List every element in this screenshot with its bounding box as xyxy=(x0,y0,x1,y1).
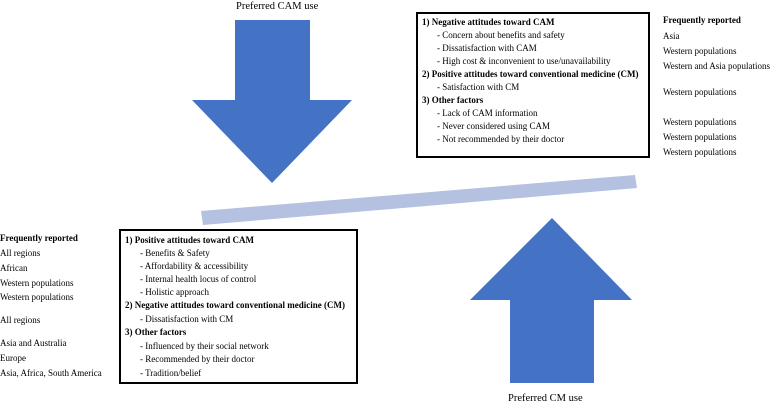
section-heading: 2) Negative attitudes toward conventiona… xyxy=(125,300,345,310)
factor-item: Influenced by their social network xyxy=(140,341,268,352)
factor-item: Recommended by their doctor xyxy=(140,354,254,365)
balance-bar xyxy=(201,175,637,225)
factor-item: Dissatisfaction with CM xyxy=(140,314,233,325)
region-label: All regions xyxy=(0,248,41,258)
up-arrow xyxy=(470,218,632,383)
region-label: Asia xyxy=(663,31,680,41)
region-label: Western populations xyxy=(0,292,74,302)
factor-item: Not recommended by their doctor xyxy=(437,134,564,145)
factor-item: Dissatisfaction with CAM xyxy=(437,43,537,54)
cam-drivers-box: 1) Positive attitudes toward CAM Benefit… xyxy=(119,229,358,384)
region-label: Western populations xyxy=(663,46,737,56)
region-label: Western populations xyxy=(663,147,737,157)
left-region-column: Frequently reported All regions African … xyxy=(0,233,115,383)
right-region-column: Frequently reported Asia Western populat… xyxy=(663,15,778,160)
factor-item: Holistic approach xyxy=(140,287,209,298)
factor-item: Lack of CAM information xyxy=(437,108,537,119)
factor-item: Satisfaction with CM xyxy=(437,82,519,93)
factor-item: Internal health locus of control xyxy=(140,274,256,285)
section-heading: 2) Positive attitudes toward conventiona… xyxy=(422,69,639,79)
region-label: Western populations xyxy=(663,132,737,142)
section-heading: 1) Negative attitudes toward CAM xyxy=(422,17,555,27)
section-heading: 1) Positive attitudes toward CAM xyxy=(125,235,254,245)
region-label: Western and Asia populations xyxy=(663,61,771,71)
cam-barriers-box: 1) Negative attitudes toward CAM Concern… xyxy=(416,12,650,158)
factor-item: High cost & inconvenient to use/unavaila… xyxy=(437,56,610,67)
factor-item: Concern about benefits and safety xyxy=(437,30,564,41)
region-label: Western populations xyxy=(663,117,737,127)
top-arrow-label: Preferred CAM use xyxy=(236,1,319,12)
section-heading: 3) Other factors xyxy=(422,95,484,105)
section-heading: 3) Other factors xyxy=(125,327,187,337)
factor-item: Affordability & accessibility xyxy=(140,261,248,272)
factor-item: Benefits & Safety xyxy=(140,248,210,259)
region-label: Europe xyxy=(0,353,26,363)
region-label: Asia and Australia xyxy=(0,338,67,348)
region-label: African xyxy=(0,263,28,273)
factor-item: Never considered using CAM xyxy=(437,121,550,132)
column-header: Frequently reported xyxy=(0,233,78,243)
factor-item: Tradition/belief xyxy=(140,368,201,379)
region-label: Western populations xyxy=(0,278,74,288)
down-arrow xyxy=(192,20,352,183)
region-label: Western populations xyxy=(663,87,737,97)
region-label: All regions xyxy=(0,315,41,325)
bottom-arrow-label: Preferred CM use xyxy=(508,393,583,404)
region-label: Asia, Africa, South America xyxy=(0,368,102,378)
column-header: Frequently reported xyxy=(663,15,741,25)
